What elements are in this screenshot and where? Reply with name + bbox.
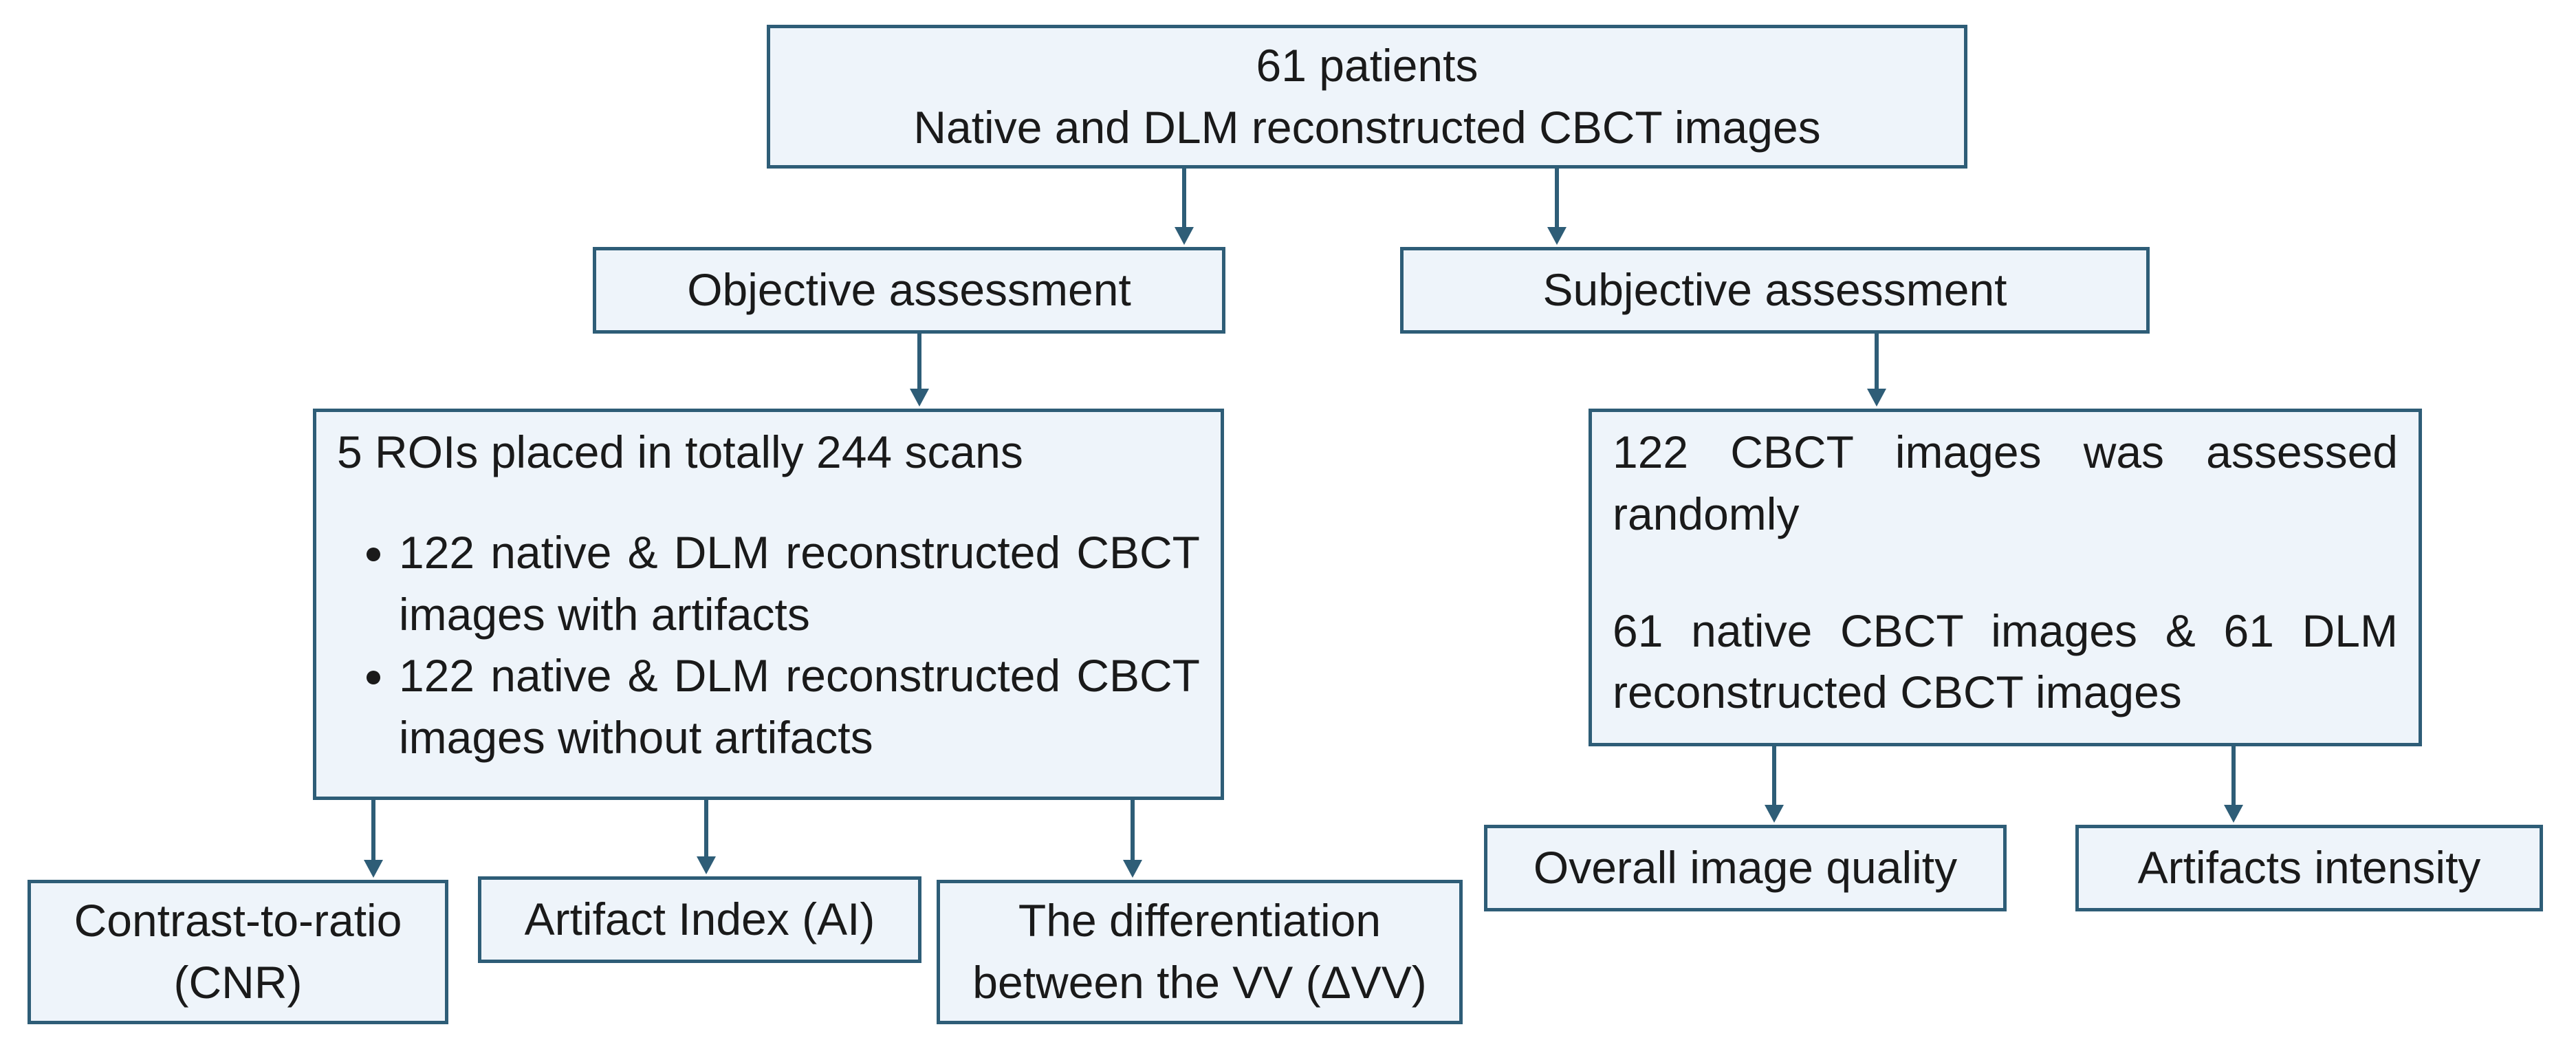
rois-bullet-list: 122 native & DLM reconstructed CBCT imag… bbox=[337, 522, 1200, 769]
rois-bullet-without-artifacts: 122 native & DLM reconstructed CBCT imag… bbox=[399, 645, 1200, 769]
arrow-rois-to-cnr bbox=[364, 800, 383, 878]
arrow-objective-to-rois bbox=[910, 334, 929, 407]
objective-assessment-label: Objective assessment bbox=[687, 264, 1131, 316]
arrow-cbct-to-quality bbox=[1765, 746, 1784, 823]
artifact-index-box: Artifact Index (AI) bbox=[478, 876, 921, 963]
cbct-random-box: 122 CBCT images was assessed randomly 61… bbox=[1589, 409, 2422, 746]
rois-bullet-with-artifacts: 122 native & DLM reconstructed CBCT imag… bbox=[399, 522, 1200, 646]
cbct-random-line2: 61 native CBCT images & 61 DLM reconstru… bbox=[1613, 605, 2398, 718]
cnr-abbrev: (CNR) bbox=[173, 957, 303, 1008]
arrow-rois-to-dvv bbox=[1123, 800, 1142, 878]
artifacts-intensity-label: Artifacts intensity bbox=[2137, 842, 2481, 894]
rois-heading: 5 ROIs placed in totally 244 scans bbox=[337, 426, 1023, 477]
arrow-rois-to-ai bbox=[697, 800, 716, 874]
top-box-patients: 61 patients Native and DLM reconstructed… bbox=[767, 25, 1967, 169]
subjective-assessment-box: Subjective assessment bbox=[1400, 247, 2150, 334]
rois-box: 5 ROIs placed in totally 244 scans 122 n… bbox=[313, 409, 1224, 800]
arrow-top-to-objective bbox=[1175, 169, 1194, 245]
patients-count: 61 patients bbox=[1256, 39, 1478, 91]
delta-vv-box: The differentiation between the VV (ΔVV) bbox=[937, 880, 1463, 1024]
cbct-random-line1: 122 CBCT images was assessed randomly bbox=[1613, 426, 2398, 539]
cnr-box: Contrast-to-ratio (CNR) bbox=[28, 880, 448, 1024]
subjective-assessment-label: Subjective assessment bbox=[1542, 264, 2007, 316]
patients-description: Native and DLM reconstructed CBCT images bbox=[913, 101, 1821, 153]
image-quality-label: Overall image quality bbox=[1533, 842, 1958, 894]
objective-assessment-box: Objective assessment bbox=[593, 247, 1225, 334]
artifact-index-label: Artifact Index (AI) bbox=[524, 894, 875, 945]
arrow-top-to-subjective bbox=[1547, 169, 1567, 245]
image-quality-box: Overall image quality bbox=[1484, 825, 2007, 911]
delta-vv-line2: between the VV (ΔVV) bbox=[972, 957, 1427, 1008]
delta-vv-line1: The differentiation bbox=[1018, 895, 1382, 947]
cnr-label: Contrast-to-ratio bbox=[74, 895, 402, 947]
arrow-subjective-to-cbct bbox=[1867, 334, 1886, 407]
arrow-cbct-to-intensity bbox=[2224, 746, 2243, 823]
artifacts-intensity-box: Artifacts intensity bbox=[2075, 825, 2543, 911]
